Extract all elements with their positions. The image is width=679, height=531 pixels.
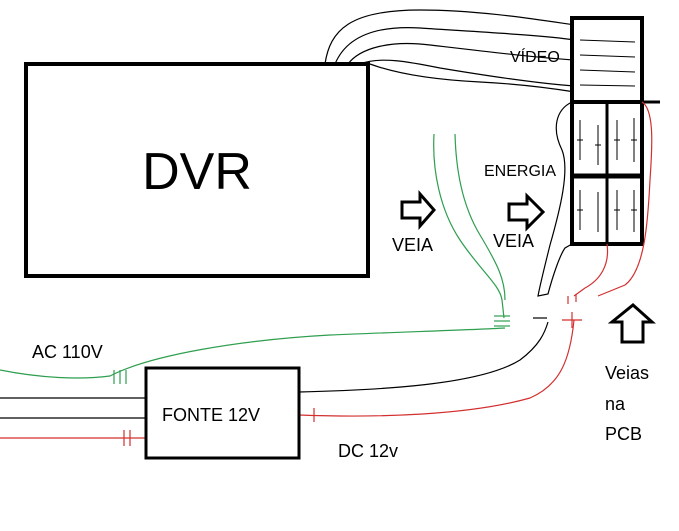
fonte-box xyxy=(144,366,301,460)
veia-left-label: VEIA xyxy=(392,235,433,255)
dc-label: DC 12v xyxy=(338,441,398,461)
ac-green-wire xyxy=(0,327,506,379)
pcb-label-line2: na xyxy=(605,394,626,414)
black-wire-dc xyxy=(298,321,549,393)
ac-label: AC 110V xyxy=(32,342,103,362)
dvr-box xyxy=(24,62,370,278)
video-connector xyxy=(570,16,644,104)
energia-label: ENERGIA xyxy=(484,163,556,180)
pcb-label-line3: PCB xyxy=(605,424,642,444)
dvr-label: DVR xyxy=(142,143,252,201)
green-splice-left xyxy=(113,370,127,384)
connector-block xyxy=(570,16,660,246)
up-arrow-icon xyxy=(607,303,656,344)
pcb-label-line1: Veias xyxy=(605,363,649,383)
fonte-label: FONTE 12V xyxy=(162,405,260,425)
right-arrow-icon xyxy=(400,190,436,230)
red-wire-dc xyxy=(298,319,575,417)
red-energia-wire xyxy=(573,101,653,297)
green-splice xyxy=(494,315,510,327)
red-splice-top xyxy=(567,294,577,304)
green-veia-wire xyxy=(433,133,506,319)
red-splice-bottom xyxy=(123,312,582,446)
video-label: VÍDEO xyxy=(510,47,560,66)
video-cables xyxy=(324,9,576,93)
right-arrow-icon xyxy=(507,192,546,232)
veia-right-label: VEIA xyxy=(493,231,534,251)
energia-black-wire xyxy=(537,101,573,297)
